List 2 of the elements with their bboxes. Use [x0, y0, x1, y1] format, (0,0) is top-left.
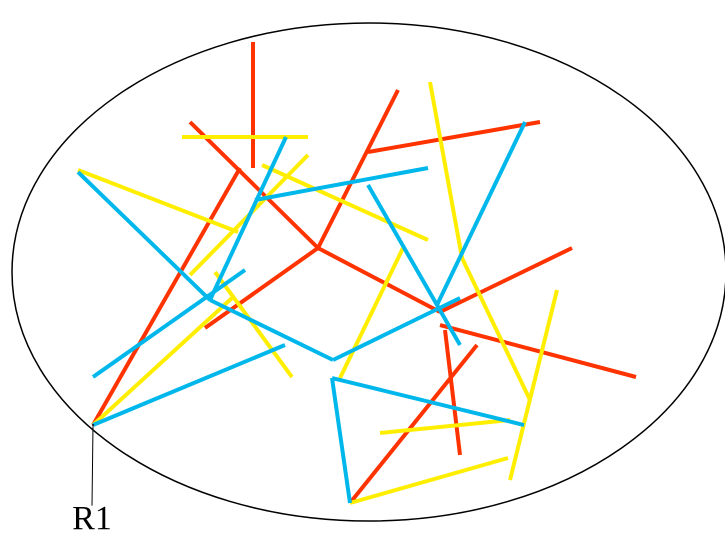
label-text: R1 [73, 506, 110, 530]
leader-line [92, 426, 94, 506]
